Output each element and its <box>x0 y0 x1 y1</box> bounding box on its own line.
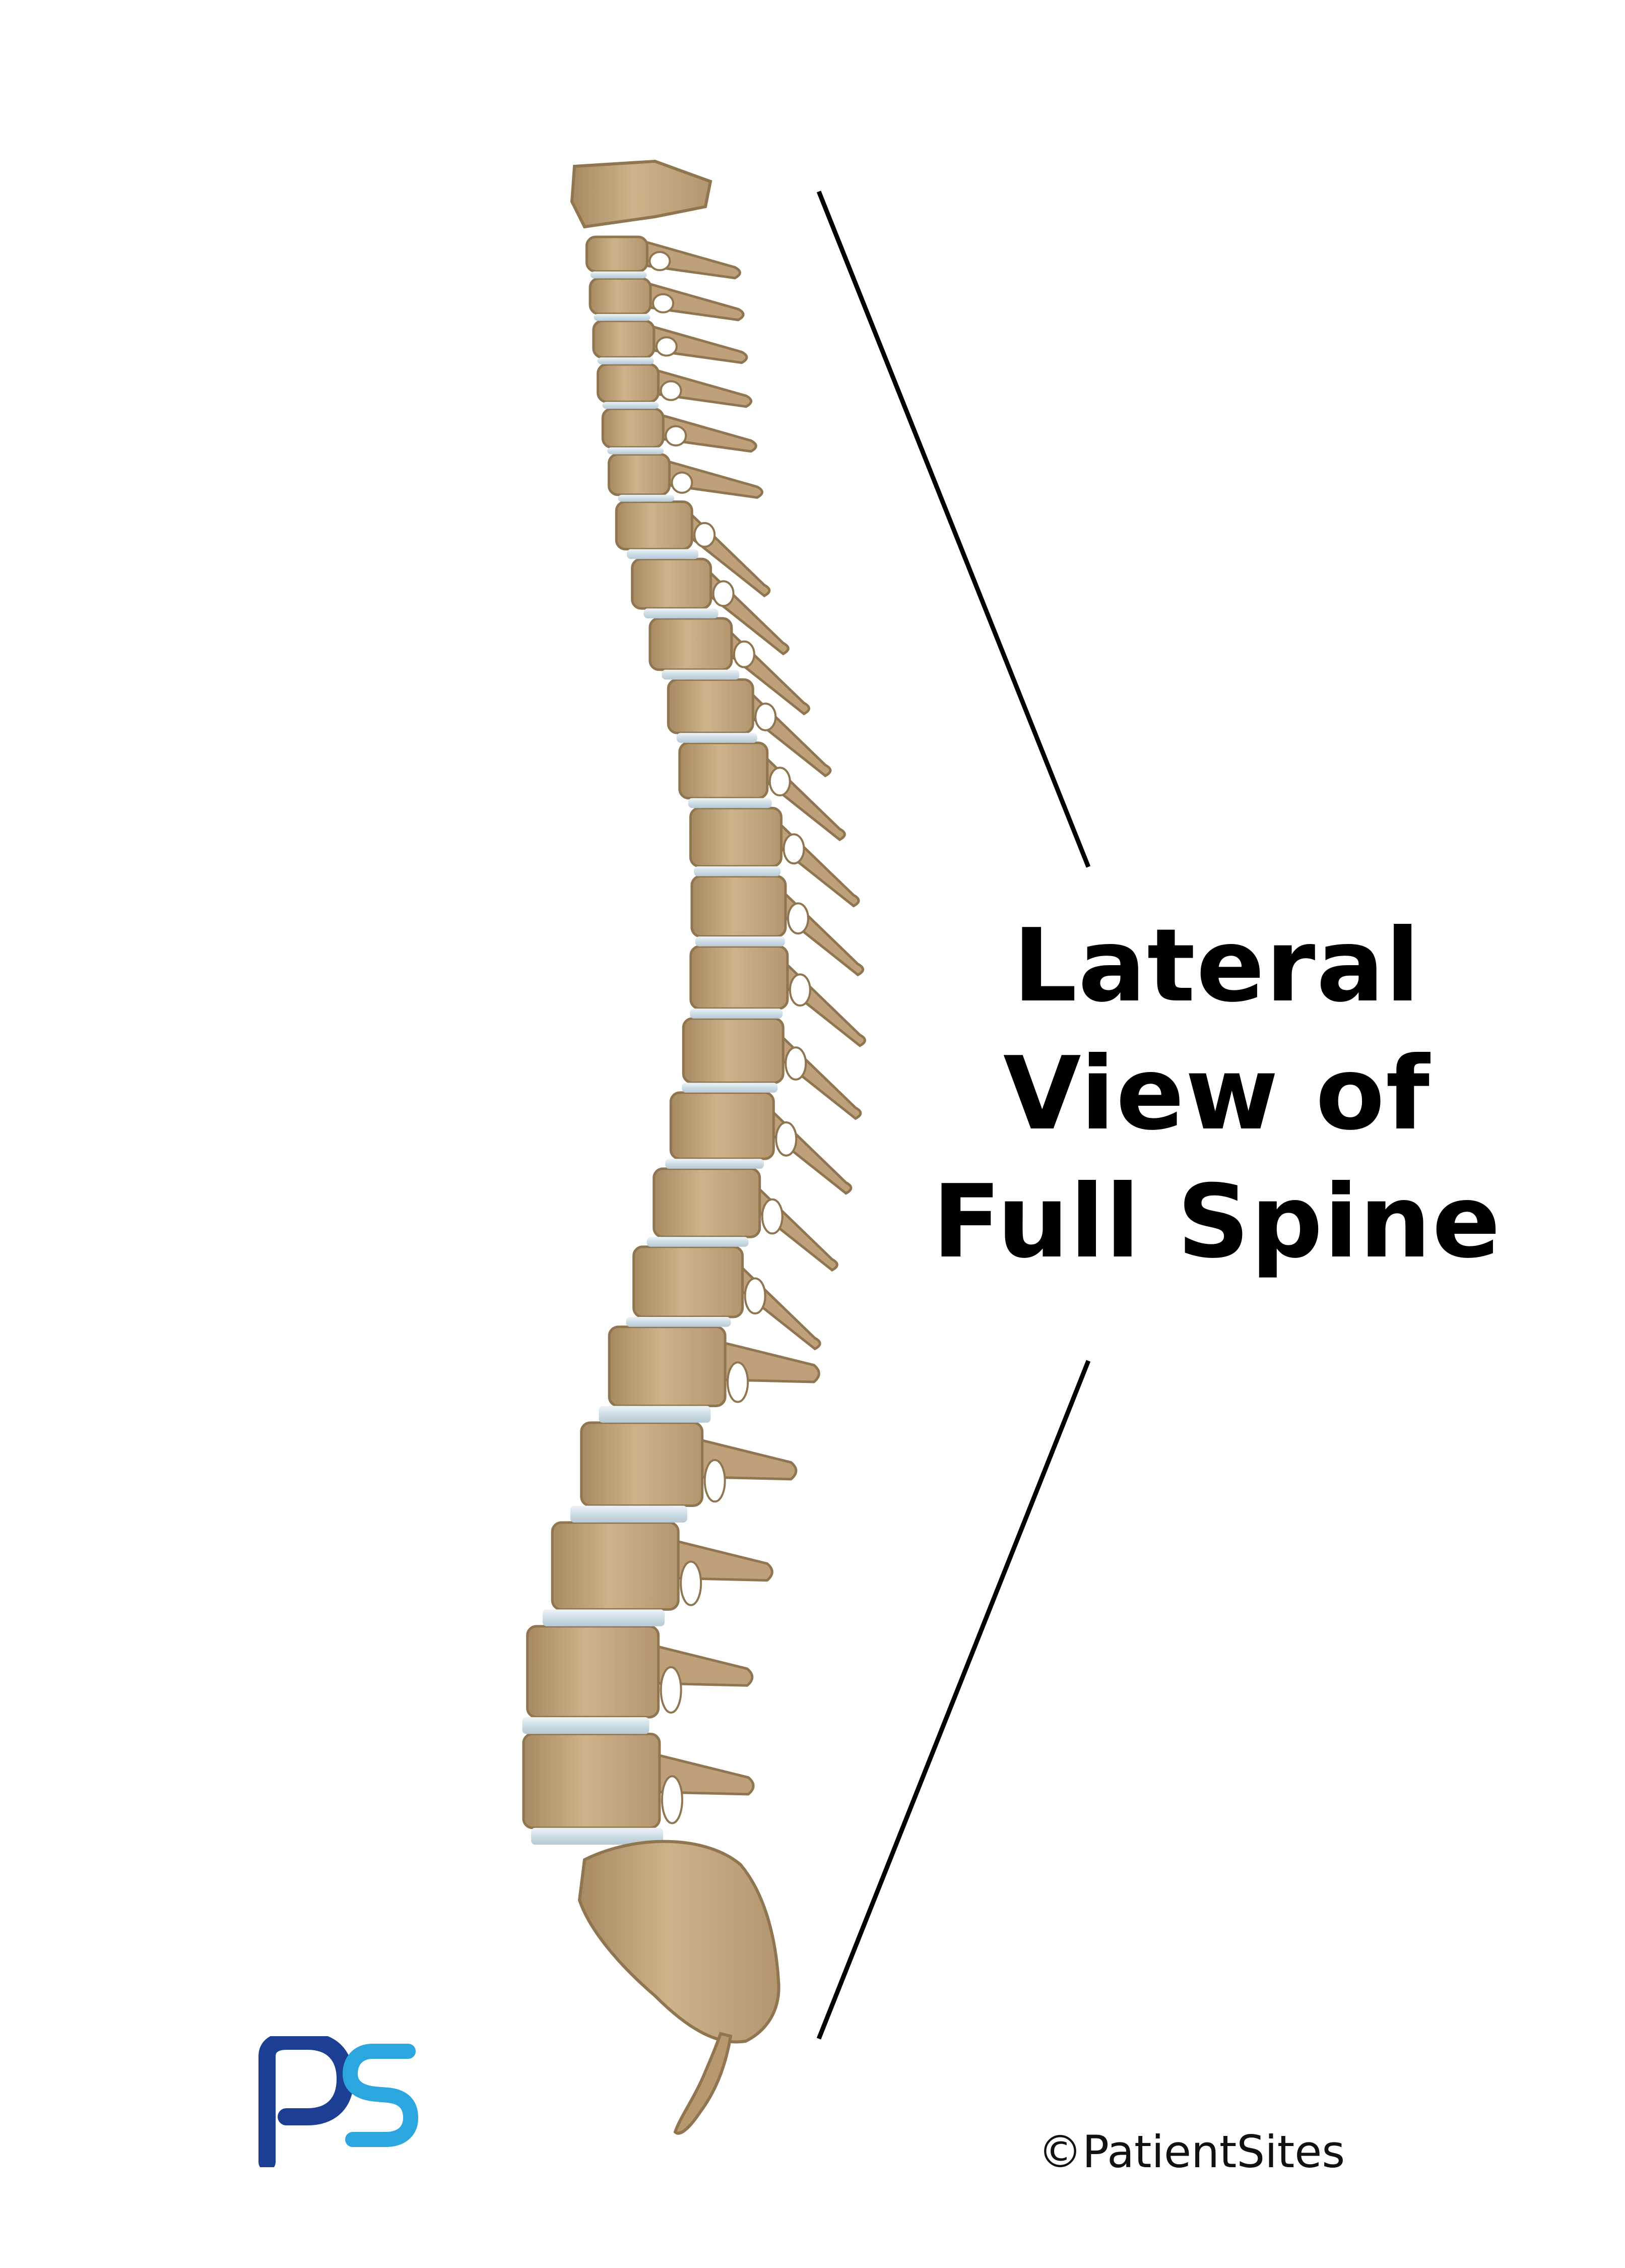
vertebra-body <box>632 1245 744 1318</box>
vertebra-body <box>607 453 671 496</box>
intervertebral-foramen <box>660 380 682 401</box>
intervertebral-disc <box>599 1406 711 1423</box>
intervertebral-disc <box>643 608 719 618</box>
vertebra-body <box>597 363 660 403</box>
vertebra-body <box>678 741 769 800</box>
spinous-process <box>657 412 757 453</box>
vertebra-body <box>648 617 733 671</box>
intervertebral-foramen <box>712 580 735 607</box>
intervertebral-foramen <box>783 833 805 865</box>
intervertebral-disc <box>662 669 740 680</box>
intervertebral-disc <box>688 798 772 808</box>
spine-illustration <box>522 159 866 2135</box>
vertebra-body <box>585 235 648 273</box>
vertebra-body <box>615 500 693 551</box>
figure-title: Lateral View of Full Spine <box>897 902 1537 1286</box>
vertebra-body <box>653 1167 761 1238</box>
intervertebral-foramen <box>768 767 791 797</box>
intervertebral-foramen <box>693 522 716 548</box>
vertebral-bodies <box>522 235 789 1830</box>
intervertebral-foramen <box>727 1361 749 1403</box>
title-line-3: Full Spine <box>932 1163 1502 1281</box>
intervertebral-disc <box>570 1505 687 1523</box>
vertebra-body <box>592 320 656 359</box>
intervertebral-foramen <box>671 471 693 494</box>
intervertebral-foramen <box>648 251 671 272</box>
coccyx <box>673 2032 733 2135</box>
intervertebral-disc <box>627 549 699 559</box>
title-line-1: Lateral <box>1013 907 1421 1025</box>
intervertebral-disc <box>646 1237 749 1247</box>
intervertebral-foramen <box>680 1560 702 1606</box>
spinous-process <box>663 459 763 499</box>
intervertebral-disc <box>690 1009 783 1019</box>
vertebra-body <box>669 1091 775 1160</box>
sacrum <box>577 1840 781 2044</box>
intervertebral-foramen <box>652 293 675 313</box>
intervertebral-foramen <box>665 425 687 447</box>
logo-text: PS <box>257 2036 258 2037</box>
vertebra-body <box>608 1326 727 1407</box>
intervertebral-foramen <box>775 1121 798 1157</box>
intervertebral-foramen <box>655 336 678 357</box>
vertebra-body <box>526 1625 660 1719</box>
intervertebral-disc <box>590 271 647 279</box>
intervertebral-foramen <box>744 1277 766 1315</box>
intervertebral-disc <box>522 1717 649 1734</box>
intervertebral-discs <box>522 271 785 1845</box>
vertebra-body <box>690 875 787 938</box>
spinous-process <box>644 281 745 322</box>
intervertebral-disc <box>682 1083 778 1093</box>
intervertebral-disc <box>607 447 664 455</box>
intervertebral-disc <box>676 733 757 743</box>
intervertebral-disc <box>695 936 785 947</box>
intervertebral-disc <box>626 1317 731 1327</box>
intervertebral-foramen <box>787 902 809 935</box>
intervertebral-disc <box>594 313 651 321</box>
intervertebral-disc <box>618 494 675 502</box>
title-line-2: View of <box>1003 1035 1431 1153</box>
intervertebral-disc <box>694 866 781 876</box>
spinous-process <box>652 367 753 408</box>
intervertebral-foramen <box>703 1459 726 1503</box>
intervertebral-disc <box>597 357 654 364</box>
intervertebral-disc <box>602 402 659 409</box>
vertebra-body <box>631 557 712 610</box>
vertebra-body <box>551 1521 680 1611</box>
vertebra-body <box>689 806 783 868</box>
intervertebral-foramen <box>789 973 811 1007</box>
bracket-line-lower <box>816 1360 1091 2040</box>
vertebra-body <box>682 1017 785 1084</box>
vertebra-body <box>589 277 652 316</box>
intervertebral-disc <box>542 1609 665 1626</box>
intervertebral-foramen <box>660 1666 682 1714</box>
atlas-vertebra <box>570 159 712 229</box>
intervertebral-foramen <box>754 703 777 731</box>
intervertebral-disc <box>665 1159 764 1169</box>
bracket-line-upper <box>816 191 1091 868</box>
intervertebral-disc <box>531 1828 663 1845</box>
intervertebral-foramen <box>785 1046 807 1081</box>
intervertebral-foramen <box>761 1198 784 1235</box>
vertebra-body <box>522 1732 661 1830</box>
spinous-process <box>647 324 748 364</box>
intervertebral-foramen <box>733 640 755 668</box>
vertebra-body <box>689 945 789 1010</box>
vertebra-body <box>601 407 665 449</box>
vertebra-body <box>580 1421 704 1507</box>
spinous-process <box>640 239 741 280</box>
intervertebral-foramen <box>661 1775 683 1824</box>
spinous-process <box>774 817 860 908</box>
spinous-processes <box>640 239 866 1824</box>
vertebra-body <box>667 678 754 734</box>
patientsites-logo: PS <box>257 2036 418 2167</box>
copyright-notice: ©PatientSites <box>1038 2126 1345 2178</box>
